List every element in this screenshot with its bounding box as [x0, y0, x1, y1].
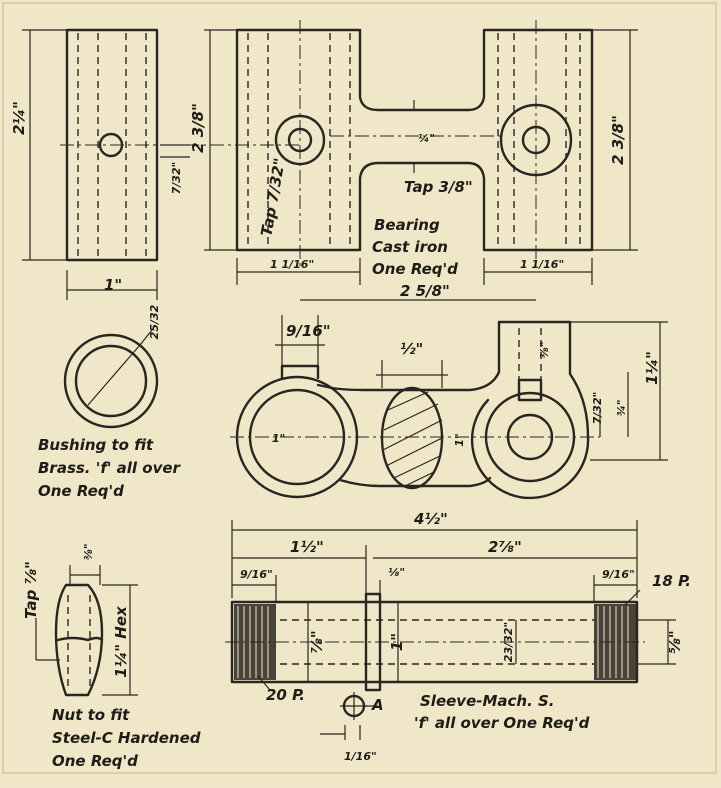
dim-boss-left-width: 1 1/16" [270, 258, 314, 271]
nut-note-line3: One Req'd [52, 752, 138, 770]
sleeve-overall-length: 4½" [413, 510, 448, 528]
dim-center-distance: 2 5/8" [400, 282, 450, 300]
sleeve-pitch-left: 20 P. [266, 686, 305, 704]
sleeve-pitch-right: 18 P. [652, 572, 691, 590]
sleeve-dia-mid: 1" [388, 633, 406, 651]
sleeve-view [225, 520, 676, 740]
sleeve-section-dim: 1/16" [344, 750, 377, 763]
sleeve-dia-left: ⅞" [308, 630, 326, 653]
dim-web-thickness: ¼" [418, 132, 435, 145]
nut-note-line2: Steel-C Hardened [52, 729, 201, 747]
dim-web-section: ½" [400, 340, 423, 358]
tap-right-label: Tap 3/8" [404, 178, 473, 196]
sheet-border [2, 2, 717, 774]
sleeve-thread-left-len: 9/16" [240, 568, 273, 581]
sleeve-thread-right-len: 9/16" [602, 568, 635, 581]
sleeve-section-label: A [371, 696, 384, 714]
bushing-view [63, 329, 159, 429]
dim-slot: 7/32" [591, 392, 604, 425]
dim-boss-right-width: 1 1/16" [520, 258, 564, 271]
nut-thickness-dim: ⅜" [82, 543, 95, 560]
dim-top-boss-width: 9/16" [286, 322, 331, 340]
bearing-note-line3: One Req'd [372, 260, 458, 278]
bushing-note-line3: One Req'd [38, 482, 124, 500]
sleeve-note-line1: Sleeve-Mach. S. [420, 692, 555, 710]
sleeve-bore: 23/32" [502, 622, 515, 662]
bushing-note-line1: Bushing to fit [38, 436, 154, 454]
dim-bore-dia: 1" [272, 432, 285, 445]
sleeve-note-line2: 'f' all over One Req'd [414, 714, 590, 732]
nut-note-line1: Nut to fit [52, 706, 130, 724]
sleeve-dia-right: ⅝" [666, 630, 684, 653]
sleeve-left-length: 1½" [290, 538, 324, 556]
dim-front-height-left: 2 3/8" [189, 103, 207, 153]
dim-right-height: ¾" [615, 399, 628, 416]
bearing-note-line2: Cast iron [372, 238, 448, 256]
bearing-front-view [204, 20, 638, 301]
bearing-section-view [230, 315, 668, 500]
dim-left-block-height: 2¼" [10, 101, 28, 135]
dim-hole-offset: 7/32" [170, 162, 183, 195]
dim-mid-height: 1" [453, 433, 466, 446]
bushing-note-line2: Brass. 'f' all over [38, 459, 182, 477]
sleeve-right-length: 2⅞" [488, 538, 522, 556]
nut-view [35, 565, 138, 697]
bearing-side-view [22, 28, 300, 300]
dim-left-block-width: 1" [104, 276, 122, 294]
nut-tap-label: Tap ⅞" [22, 561, 40, 619]
dim-front-height-right: 2 3/8" [609, 115, 627, 165]
dim-small-bore: ⅜" [538, 341, 551, 358]
bushing-dim: 25/32 [148, 304, 161, 339]
sleeve-collar: ⅛" [388, 566, 405, 579]
nut-hex-dim: 1¼" Hex [112, 605, 130, 678]
dim-overall-height: 1¼" [643, 351, 661, 385]
bearing-note-line1: Bearing [374, 216, 440, 234]
